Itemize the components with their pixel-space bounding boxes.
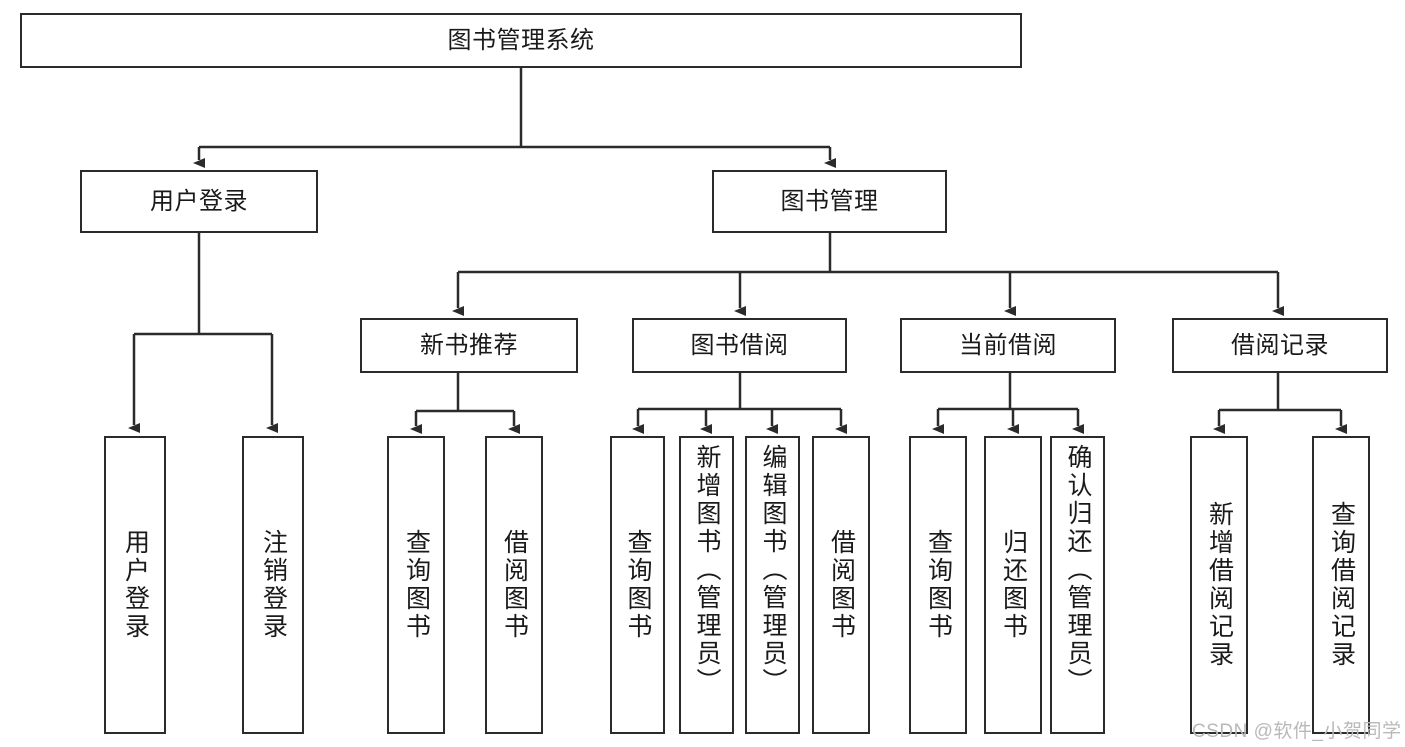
node-label: 注销登录 — [259, 529, 288, 641]
node-query-borrow-record[interactable]: 查询借阅记录 — [1312, 436, 1370, 734]
node-query-book-borrowing[interactable]: 查询图书 — [610, 436, 665, 734]
node-label: 图书管理系统 — [447, 26, 595, 54]
node-confirm-return-admin[interactable]: 确认归还（管理员） — [1050, 436, 1105, 734]
watermark-text: CSDN @软件_小贺同学 — [1192, 721, 1402, 742]
node-book-management[interactable]: 图书管理 — [712, 170, 947, 233]
node-label: 用户登录 — [150, 187, 248, 215]
node-label: 归还图书 — [999, 529, 1028, 641]
node-logout-leaf[interactable]: 注销登录 — [242, 436, 304, 734]
node-add-borrow-record[interactable]: 新增借阅记录 — [1190, 436, 1248, 734]
node-label: 图书管理 — [780, 187, 879, 215]
node-label: 确认归还（管理员） — [1064, 444, 1092, 696]
node-label: 查询借阅记录 — [1327, 501, 1356, 669]
node-label: 查询图书 — [624, 529, 652, 641]
node-label: 图书借阅 — [690, 331, 789, 359]
node-system-root[interactable]: 图书管理系统 — [20, 13, 1022, 68]
node-label: 查询图书 — [402, 529, 431, 641]
node-label: 当前借阅 — [959, 331, 1057, 359]
node-label: 查询图书 — [924, 529, 953, 641]
node-label: 编辑图书（管理员） — [759, 444, 787, 696]
node-label: 新增借阅记录 — [1205, 501, 1234, 669]
node-label: 用户登录 — [121, 529, 150, 641]
node-borrow-book-recommend[interactable]: 借阅图书 — [485, 436, 543, 734]
node-edit-book-admin[interactable]: 编辑图书（管理员） — [745, 436, 800, 734]
node-query-book-current[interactable]: 查询图书 — [909, 436, 967, 734]
node-label: 新增图书（管理员） — [693, 444, 721, 696]
node-user-login-leaf[interactable]: 用户登录 — [104, 436, 166, 734]
node-borrowing-record[interactable]: 借阅记录 — [1172, 318, 1388, 373]
node-return-book-current[interactable]: 归还图书 — [984, 436, 1042, 734]
node-add-book-admin[interactable]: 新增图书（管理员） — [679, 436, 734, 734]
node-user-login[interactable]: 用户登录 — [80, 170, 318, 233]
node-query-book-recommend[interactable]: 查询图书 — [387, 436, 445, 734]
node-label: 借阅图书 — [827, 529, 856, 641]
node-label: 借阅记录 — [1231, 331, 1329, 359]
node-borrow-book-borrowing[interactable]: 借阅图书 — [812, 436, 870, 734]
node-label: 新书推荐 — [420, 331, 518, 359]
node-book-borrowing[interactable]: 图书借阅 — [632, 318, 847, 373]
node-label: 借阅图书 — [500, 529, 529, 641]
node-new-book-recommendation[interactable]: 新书推荐 — [360, 318, 578, 373]
node-current-borrowing[interactable]: 当前借阅 — [900, 318, 1116, 373]
